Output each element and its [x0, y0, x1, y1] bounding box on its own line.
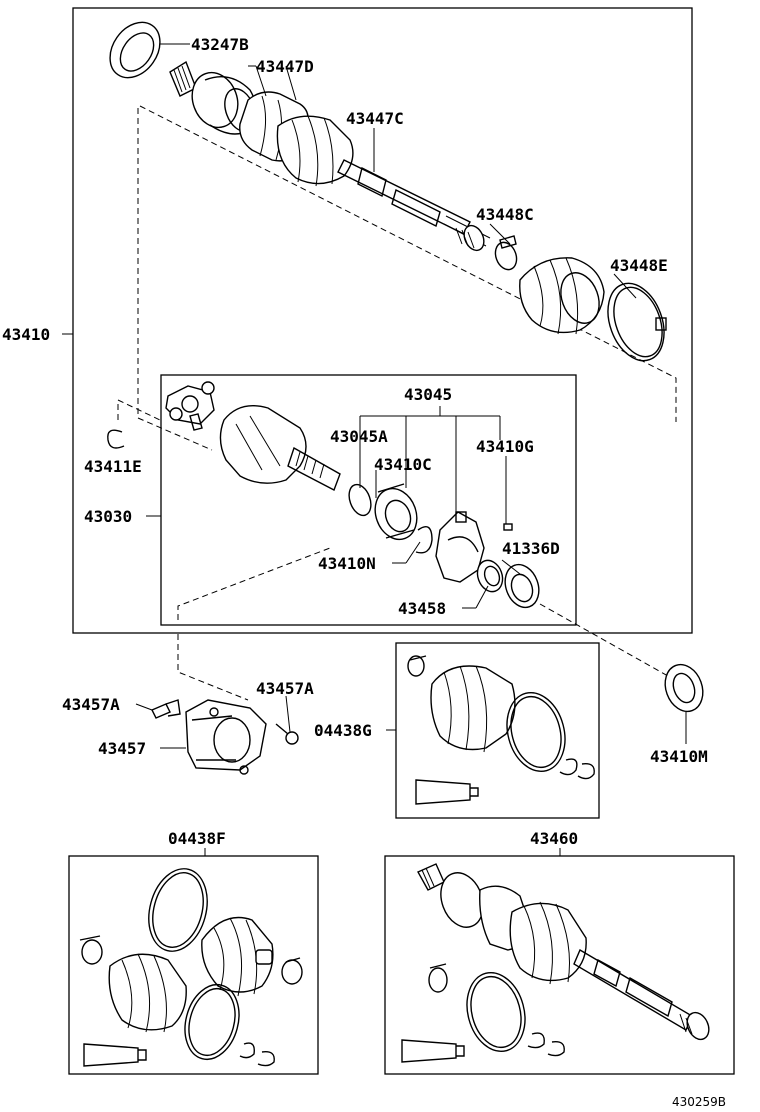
- bolt-43457A-right-part: [275, 723, 299, 745]
- label-43411E: 43411E: [84, 457, 142, 476]
- bolt-43457A-left-part: [151, 699, 181, 719]
- snapring-43045A-part: [348, 483, 372, 517]
- clamp-43448C-part: [494, 235, 518, 271]
- label-43448E: 43448E: [610, 256, 668, 275]
- boot-kit-04438F-parts: [79, 868, 303, 1067]
- assembly-outline-dashed-right: [139, 105, 677, 422]
- label-43457A-right: 43457A: [256, 679, 314, 698]
- label-43045A: 43045A: [330, 427, 388, 446]
- clip-43411E-part: [107, 429, 125, 449]
- label-43448C: 43448C: [476, 205, 534, 224]
- label-43410N: 43410N: [318, 554, 376, 573]
- label-43458: 43458: [398, 599, 446, 618]
- deflector-43458-part: [476, 559, 504, 593]
- label-43045: 43045: [404, 385, 452, 404]
- bearing-43410C-part: [374, 483, 418, 541]
- outer-race-part: [219, 405, 341, 491]
- axle-assy-43460-parts: [401, 863, 710, 1063]
- dashed-link-43410M: [539, 603, 669, 677]
- label-04438G: 04438G: [314, 721, 372, 740]
- assembly-outline-dashed: [137, 108, 213, 451]
- tripod-part: [165, 381, 215, 431]
- inner-dashed-link: [177, 547, 331, 620]
- figure-id: 430259B: [672, 1095, 726, 1109]
- label-43410M: 43410M: [650, 747, 708, 766]
- label-43030: 43030: [84, 507, 132, 526]
- label-43457A-left: 43457A: [62, 695, 120, 714]
- label-43410G: 43410G: [476, 437, 534, 456]
- boot-43447C-part: [276, 115, 354, 187]
- inboard-joint-box-43030: [160, 374, 577, 626]
- drive-shaft-part: [337, 159, 491, 252]
- seal-41336D-part: [504, 563, 540, 609]
- label-43410C: 43410C: [374, 455, 432, 474]
- snapring-43410N-part: [415, 526, 433, 554]
- label-43460: 43460: [530, 829, 578, 848]
- clamp-43448E-part: [607, 282, 667, 362]
- label-43447D: 43447D: [256, 57, 314, 76]
- label-43247B: 43247B: [191, 35, 249, 54]
- label-04438F: 04438F: [168, 829, 226, 848]
- label-43457: 43457: [98, 739, 146, 758]
- seal-43410M-part: [664, 663, 704, 713]
- boot-kit-04438G-parts: [407, 655, 595, 805]
- boot-kit-box-04438F: [68, 855, 319, 1075]
- seal-43247B-part: [109, 21, 161, 79]
- boot-inboard-part: [519, 257, 605, 335]
- bearing-bracket-43457-part: [185, 699, 267, 775]
- leader-lines: [62, 43, 687, 856]
- dashed-link-43457: [177, 634, 249, 701]
- label-41336D: 41336D: [502, 539, 560, 558]
- label-43447C: 43447C: [346, 109, 404, 128]
- leader-43411E-dash: [117, 399, 161, 421]
- label-43410: 43410: [2, 325, 50, 344]
- assembly-box-43410: [72, 7, 693, 634]
